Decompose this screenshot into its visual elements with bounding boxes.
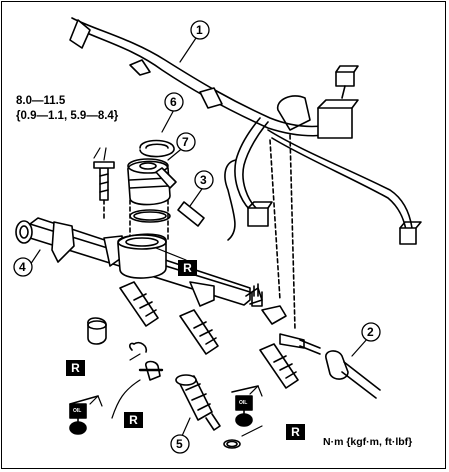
injector-set bbox=[87, 281, 299, 449]
oil-can-icons bbox=[69, 385, 263, 435]
replace-mark-o-ring: R bbox=[286, 424, 305, 440]
callout-circles bbox=[13, 20, 381, 454]
fuel-hose bbox=[325, 350, 381, 399]
oil-label-left: OIL bbox=[73, 408, 82, 414]
replace-mark-clip: R bbox=[66, 360, 85, 376]
callout-1: 1 bbox=[196, 23, 203, 37]
torque-unit-note: N·m {kgf·m, ft·lbf} bbox=[323, 436, 413, 448]
torque-value-kgf-ftlbf: {0.9—1.1, 5.9—8.4} bbox=[16, 110, 119, 122]
leader-lines bbox=[27, 37, 369, 437]
callout-4: 4 bbox=[19, 260, 26, 274]
torque-value-nm: 8.0—11.5 bbox=[16, 95, 66, 107]
fuel-rail bbox=[15, 217, 321, 355]
callout-7: 7 bbox=[182, 135, 189, 149]
callout-5: 5 bbox=[176, 437, 183, 451]
replace-mark-gasket: R bbox=[178, 260, 197, 276]
callout-6: 6 bbox=[170, 95, 177, 109]
oil-label-right: OIL bbox=[239, 400, 248, 406]
pressure-regulator-group bbox=[93, 139, 205, 241]
callout-2: 2 bbox=[367, 325, 374, 339]
wiring-harness bbox=[69, 17, 422, 331]
replace-mark-insulator: R bbox=[124, 412, 143, 428]
callout-3: 3 bbox=[200, 173, 207, 187]
